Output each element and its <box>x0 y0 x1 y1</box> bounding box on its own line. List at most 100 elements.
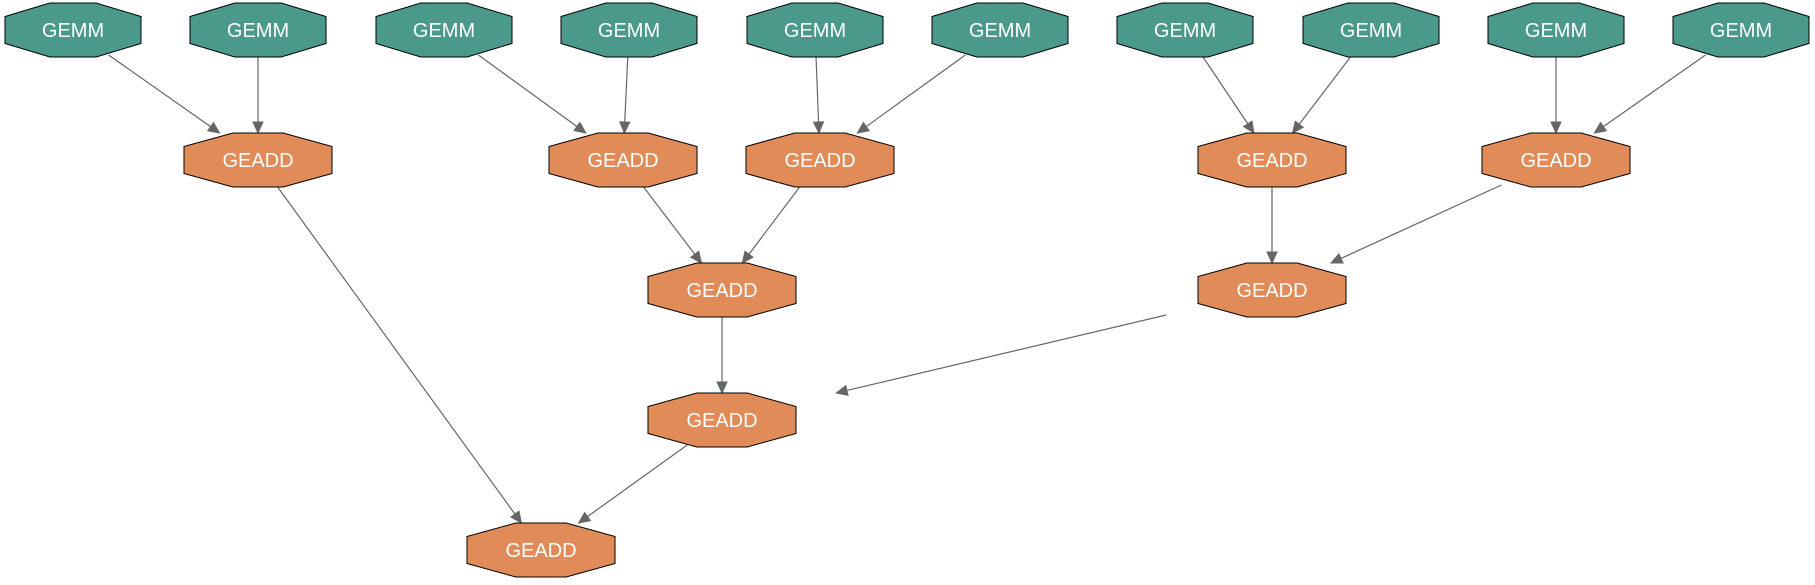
geadd-node-a9: GEADD <box>466 522 616 578</box>
edge-line <box>624 54 629 123</box>
node-label: GEADD <box>1520 150 1591 172</box>
edge-g10-to-a5 <box>1593 54 1706 134</box>
node-label: GEMM <box>227 20 289 42</box>
edge-a3-to-a6 <box>741 184 802 264</box>
node-label: GEMM <box>413 20 475 42</box>
geadd-node-a3: GEADD <box>745 132 895 188</box>
arrowhead <box>689 250 703 264</box>
edges-layer <box>108 54 1706 524</box>
edge-g3-to-a2 <box>478 54 587 134</box>
octagon-shape <box>647 262 797 318</box>
octagon-shape <box>746 2 884 58</box>
octagon-shape <box>1672 2 1810 58</box>
edge-line <box>1603 54 1706 128</box>
gemm-node-g10: GEMM <box>1672 2 1810 58</box>
arrowhead <box>252 121 264 135</box>
node-label: GEADD <box>784 150 855 172</box>
octagon-shape <box>647 392 797 448</box>
octagon-shape <box>1197 262 1347 318</box>
gemm-node-g2: GEMM <box>189 2 327 58</box>
node-label: GEADD <box>222 150 293 172</box>
arrowhead <box>619 121 631 135</box>
node-label: GEADD <box>505 540 576 562</box>
edge-g6-to-a3 <box>856 54 966 134</box>
geadd-node-a7: GEADD <box>1197 262 1347 318</box>
node-label: GEADD <box>686 410 757 432</box>
edge-line <box>275 184 516 515</box>
node-label: GEMM <box>598 20 660 42</box>
node-label: GEMM <box>1154 20 1216 42</box>
edge-line <box>1298 54 1353 125</box>
arrowhead <box>509 510 523 524</box>
octagon-shape <box>189 2 327 58</box>
edge-g4-to-a2 <box>619 54 631 135</box>
arrowhead <box>577 511 592 524</box>
geadd-node-a5: GEADD <box>1481 132 1631 188</box>
octagon-shape <box>548 132 698 188</box>
edge-line <box>748 184 802 255</box>
node-label: GEMM <box>969 20 1031 42</box>
edge-g7-to-a4 <box>1201 54 1255 135</box>
octagon-shape <box>1116 2 1254 58</box>
edge-a1-to-a9 <box>275 184 523 524</box>
arrowhead <box>1242 120 1255 135</box>
edge-a7-to-a8 <box>835 314 1167 396</box>
gemm-node-g3: GEMM <box>375 2 513 58</box>
node-label: GEADD <box>686 280 757 302</box>
edge-line <box>478 54 578 128</box>
octagon-shape <box>1487 2 1625 58</box>
geadd-node-a4: GEADD <box>1197 132 1347 188</box>
geadd-node-a2: GEADD <box>548 132 698 188</box>
arrowhead <box>206 121 221 134</box>
arrowhead <box>812 121 825 135</box>
octagon-shape <box>560 2 698 58</box>
geadd-node-a8: GEADD <box>647 392 797 448</box>
edge-line <box>1201 54 1249 125</box>
octagon-shape <box>1481 132 1631 188</box>
node-label: GEADD <box>1236 280 1307 302</box>
edge-line <box>865 54 966 128</box>
edge-g2-to-a1 <box>252 55 264 135</box>
arrowhead <box>741 250 754 264</box>
geadd-node-a1: GEADD <box>183 132 333 188</box>
edge-a4-to-a7 <box>1266 185 1278 265</box>
node-label: GEMM <box>1525 20 1587 42</box>
octagon-shape <box>183 132 333 188</box>
nodes-layer: GEMM GEMM GEMM GEMM GEMM GEMM GEMM GEMM GEMM GEMM… <box>4 2 1810 578</box>
arrowhead <box>1593 121 1608 134</box>
node-label: GEADD <box>587 150 658 172</box>
gemm-node-g6: GEMM <box>931 2 1069 58</box>
arrowhead <box>1329 252 1344 264</box>
edge-line <box>587 444 688 518</box>
node-label: GEADD <box>1236 150 1307 172</box>
edge-line <box>815 54 820 123</box>
octagon-shape <box>1302 2 1440 58</box>
arrowhead <box>1550 121 1562 135</box>
octagon-shape <box>4 2 142 58</box>
arrowhead <box>1291 120 1305 134</box>
edge-a8-to-a9 <box>577 444 688 524</box>
node-label: GEMM <box>42 20 104 42</box>
edge-g5-to-a3 <box>812 54 825 135</box>
arrowhead <box>716 381 728 395</box>
node-label: GEMM <box>1710 20 1772 42</box>
edge-g1-to-a1 <box>108 54 221 134</box>
arrowhead <box>835 384 849 396</box>
octagon-shape <box>1197 132 1347 188</box>
octagon-shape <box>931 2 1069 58</box>
edge-a6-to-a8 <box>716 315 728 395</box>
edge-g8-to-a4 <box>1291 54 1353 134</box>
octagon-shape <box>466 522 616 578</box>
gemm-node-g5: GEMM <box>746 2 884 58</box>
edge-a5-to-a7 <box>1329 184 1502 264</box>
geadd-node-a6: GEADD <box>647 262 797 318</box>
arrowhead <box>573 121 587 134</box>
edge-line <box>108 54 211 128</box>
edge-line <box>1340 184 1502 259</box>
node-label: GEMM <box>784 20 846 42</box>
node-label: GEMM <box>1340 20 1402 42</box>
arrowhead <box>1266 251 1278 265</box>
edge-a2-to-a6 <box>641 184 703 264</box>
gemm-node-g7: GEMM <box>1116 2 1254 58</box>
